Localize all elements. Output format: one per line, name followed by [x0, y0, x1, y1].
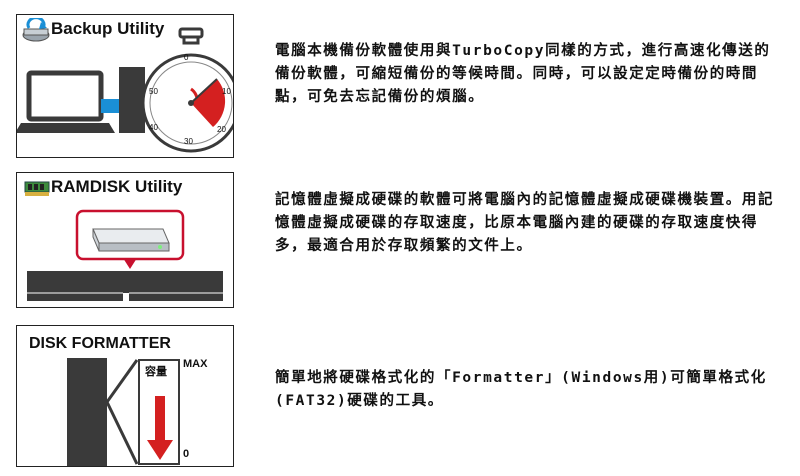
stopwatch-tick-40: 40 — [149, 123, 158, 132]
backup-utility-title: Backup Utility — [51, 19, 165, 38]
ram-module-icon — [24, 181, 50, 196]
disk-formatter-title: DISK FORMATTER — [29, 335, 171, 352]
stopwatch-tick-30: 30 — [184, 137, 193, 146]
disk-bar-icon — [67, 358, 107, 466]
backup-utility-card: Backup Utility 0 10 20 30 40 50 — [16, 14, 234, 158]
ramdisk-utility-description: 記憶體虛擬成硬碟的軟體可將電腦內的記憶體虛擬成硬碟機裝置。用記憶體虛擬成硬碟的存… — [275, 192, 775, 254]
disk-formatter-description: 簡單地將硬碟格式化的「Formatter」(Windows用)可簡單格式化(FA… — [275, 370, 767, 409]
capacity-label: 容量 — [145, 366, 167, 378]
ramdisk-utility-card: RAMDISK Utility — [16, 172, 234, 308]
laptop-icon — [17, 70, 115, 133]
zero-label: 0 — [183, 448, 190, 460]
ram-stick-icon — [27, 271, 223, 301]
hard-drive-icon — [92, 228, 170, 252]
stopwatch-tick-20: 20 — [217, 125, 226, 134]
capacity-bracket — [105, 359, 139, 465]
disk-formatter-card: DISK FORMATTER 容量 MAX 0 — [16, 325, 234, 467]
ramdisk-illustration — [27, 209, 223, 301]
max-label: MAX — [183, 358, 208, 370]
backup-drive-icon — [22, 18, 50, 42]
backup-utility-description: 電腦本機備份軟體使用與TurboCopy同樣的方式，進行高速化傳送的備份軟體，可… — [275, 43, 771, 105]
stopwatch-tick-50: 50 — [149, 87, 158, 96]
down-arrow-icon — [147, 396, 173, 460]
stopwatch-tick-0: 0 — [184, 53, 189, 62]
ramdisk-utility-title: RAMDISK Utility — [51, 177, 183, 196]
external-drive-icon — [119, 67, 145, 133]
stopwatch-icon — [141, 27, 233, 153]
formatter-illustration — [67, 358, 180, 466]
backup-illustration — [17, 27, 233, 153]
stopwatch-tick-10: 10 — [222, 87, 231, 96]
